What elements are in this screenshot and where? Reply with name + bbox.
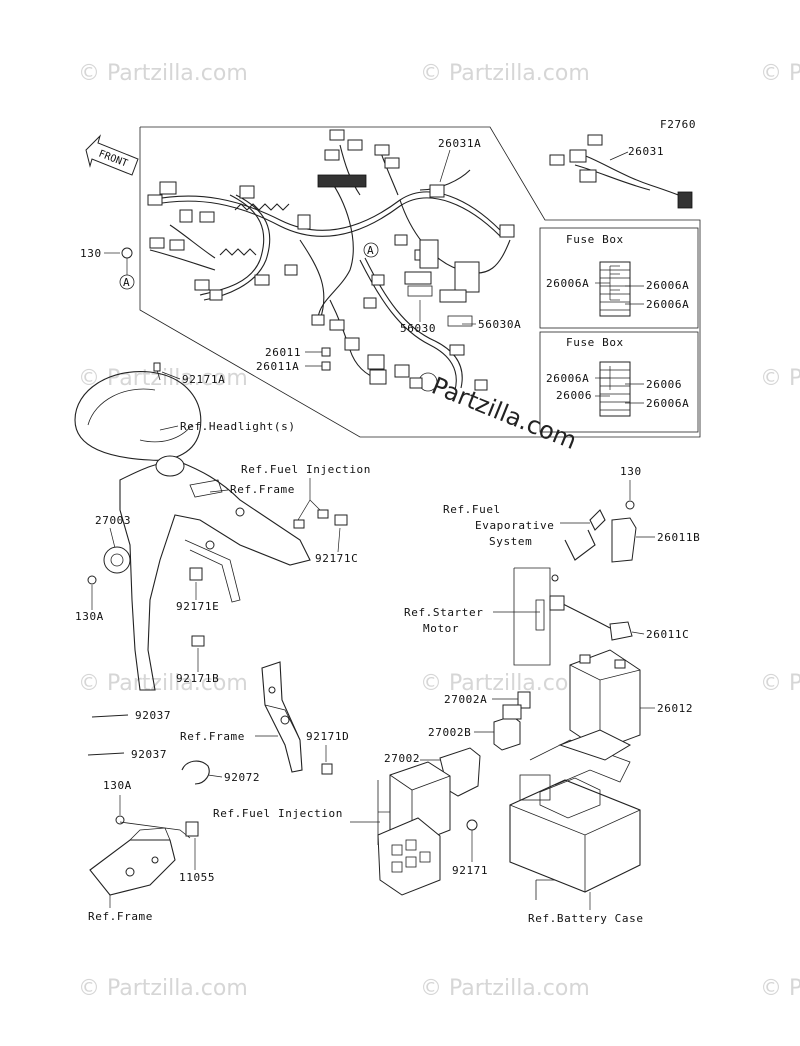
bolt-icon — [121, 247, 133, 259]
clamp — [466, 819, 478, 831]
part-label: 92171C — [315, 552, 358, 565]
bolt-icon — [115, 815, 125, 825]
part-label: 56030A — [478, 318, 521, 331]
ref-label: Ref.Headlight(s) — [180, 420, 296, 433]
part-label: 26011A — [256, 360, 299, 373]
ref-label: Ref.Fuel — [443, 503, 501, 516]
battery — [569, 649, 641, 751]
relay — [454, 261, 480, 293]
diagram-id: F2760 — [660, 118, 696, 131]
part-label: 26031 — [628, 145, 664, 158]
ref-label: Evaporative — [475, 519, 554, 532]
part-label: 26006A — [646, 279, 689, 292]
part-label: 56030 — [400, 322, 436, 335]
ref-label: Ref.Starter — [404, 606, 483, 619]
part-label: 27002A — [444, 693, 487, 706]
relay — [493, 715, 521, 751]
main-wiring-harness — [147, 129, 515, 391]
watermark: © Partzilla.com — [78, 976, 248, 1001]
ref-label: Ref.Frame — [230, 483, 295, 496]
bolt-icon — [625, 500, 635, 510]
part-label: 92037 — [135, 709, 171, 722]
ref-label: Ref.Frame — [88, 910, 153, 923]
part-label: 92171B — [176, 672, 219, 685]
relay — [419, 239, 439, 269]
part-label: 130A — [103, 779, 132, 792]
part-label: 130 — [80, 247, 102, 260]
band — [181, 760, 210, 785]
part-label: 92171D — [306, 730, 349, 743]
ref-label: Ref.Frame — [180, 730, 245, 743]
part-label: 11055 — [179, 871, 215, 884]
mounting-bracket — [89, 821, 199, 896]
part-label: 26006A — [646, 298, 689, 311]
part-label: 26012 — [657, 702, 693, 715]
part-label: 27003 — [95, 514, 131, 527]
callout-letter: A — [123, 276, 130, 289]
fuse-box-1: Fuse Box 26006A 26006A 26006A — [539, 227, 699, 329]
frame-drawing — [119, 455, 311, 691]
part-label: 26006A — [646, 397, 689, 410]
headlight — [74, 362, 202, 461]
watermark: © Partzilla.com — [760, 671, 800, 696]
watermark: © Partzilla.com — [78, 61, 248, 86]
part-label: 92171E — [176, 600, 219, 613]
watermark: © Partzilla.com — [78, 671, 248, 696]
watermark: © Partzilla.com — [420, 671, 590, 696]
part-label: 26006 — [646, 378, 682, 391]
callout-a-inside: A — [363, 242, 379, 258]
fuse-box-title: Fuse Box — [566, 336, 624, 349]
part-label: 26031A — [438, 137, 481, 150]
ref-label: Motor — [423, 622, 459, 635]
part-label: 26006A — [546, 372, 589, 385]
watermark: © Partzilla.com — [760, 366, 800, 391]
part-label: 26011C — [646, 628, 689, 641]
fuse-block — [599, 361, 631, 417]
cable-tie — [87, 752, 125, 756]
watermark: © Partzilla.com — [420, 61, 590, 86]
watermark: © Partzilla.com — [760, 976, 800, 1001]
part-label: 26011B — [657, 531, 700, 544]
relay — [517, 691, 531, 709]
part-label: 92171 — [452, 864, 488, 877]
part-label: 92037 — [131, 748, 167, 761]
terminal-cover — [611, 517, 637, 563]
battery-case — [509, 729, 641, 893]
harness-outline — [139, 126, 701, 438]
fuse-block — [599, 261, 631, 317]
connector-block — [317, 174, 367, 188]
horn — [103, 546, 131, 574]
part-label: 130 — [620, 465, 642, 478]
part-label: 26011 — [265, 346, 301, 359]
fuse-box-2: Fuse Box 26006A 26006 26006 26006A — [539, 331, 699, 433]
callout-a — [119, 274, 135, 290]
cable-tie — [91, 714, 129, 718]
ref-label: Ref.Battery Case — [528, 912, 644, 925]
sub-harness-26031 — [549, 134, 693, 209]
ref-label: Ref.Fuel Injection — [241, 463, 371, 476]
front-arrow: FRONT — [85, 134, 139, 176]
part-label: 27002 — [384, 752, 420, 765]
ref-label: Ref.Fuel Injection — [213, 807, 343, 820]
part-label: 130A — [75, 610, 104, 623]
watermark: © Partzilla.com — [760, 61, 800, 86]
part-label: 27002B — [428, 726, 471, 739]
part-label: 26006A — [546, 277, 589, 290]
watermark: © Partzilla.com — [420, 976, 590, 1001]
part-label: 92072 — [224, 771, 260, 784]
bolt-icon — [87, 575, 97, 585]
battery-pad — [558, 729, 632, 761]
part-label: 92171A — [182, 373, 225, 386]
ecu-bracket — [377, 817, 441, 896]
callout-letter: A — [367, 244, 374, 257]
frame-bracket — [261, 661, 303, 773]
part-label: 26006 — [556, 389, 592, 402]
ref-label: System — [489, 535, 532, 548]
fuse-box-title: Fuse Box — [566, 233, 624, 246]
